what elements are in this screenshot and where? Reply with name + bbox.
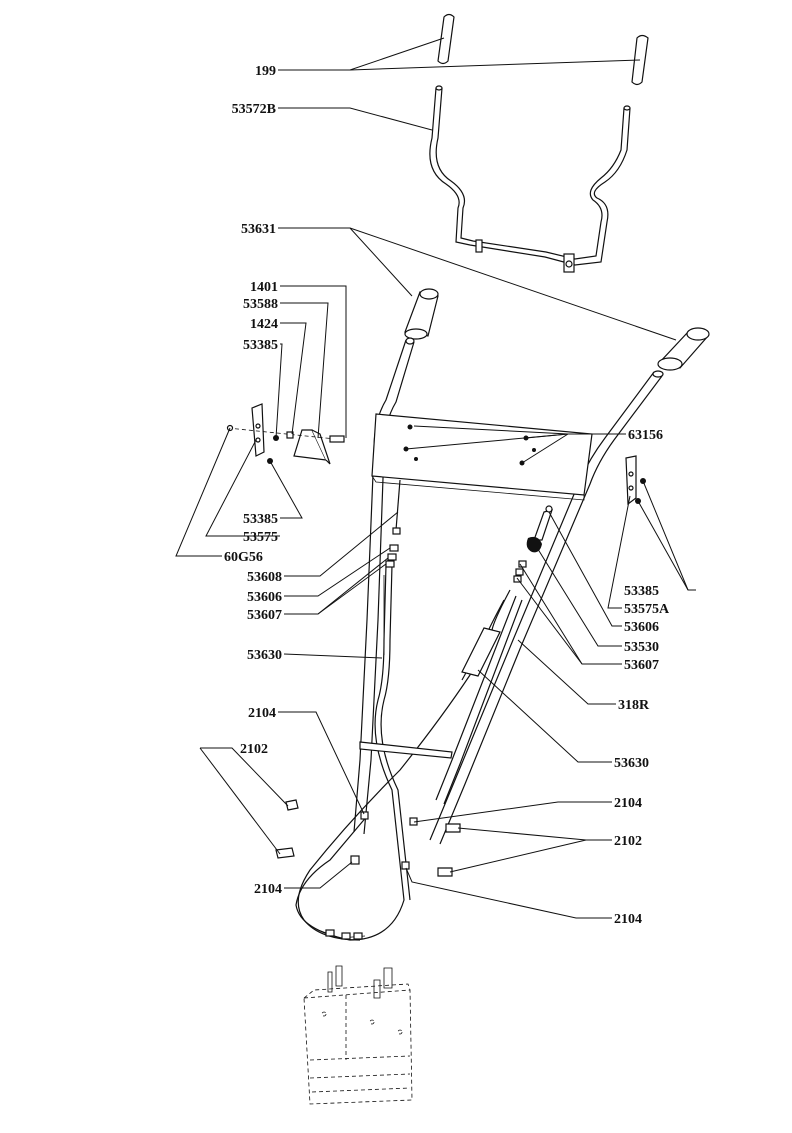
- label-53606-left: 53606: [247, 590, 282, 605]
- cable-53630-right: [297, 589, 511, 941]
- grip-53631-left: [404, 288, 439, 340]
- label-60G56: 60G56: [224, 550, 263, 565]
- label-2102-right: 2102: [614, 834, 642, 849]
- label-2102-left: 2102: [240, 742, 268, 757]
- bolt-2102-d: [437, 867, 453, 877]
- hardware-left-bracket: [226, 424, 346, 464]
- nut-2104-d: [401, 861, 410, 870]
- label-2104-d: 2104: [614, 912, 642, 927]
- bracket-53588: [293, 429, 331, 465]
- bracket-53575A: [625, 455, 637, 506]
- label-53630-right: 53630: [614, 756, 649, 771]
- bracket-53575: [251, 403, 265, 457]
- label-53606-right: 53606: [624, 620, 659, 635]
- cable-connectors: [317, 929, 366, 940]
- leader-lines: [175, 37, 696, 919]
- label-1424: 1424: [250, 317, 278, 332]
- label-53607-right: 53607: [624, 658, 659, 673]
- label-53575A: 53575A: [624, 602, 670, 617]
- bolt-2102-c: [445, 823, 461, 833]
- bolt-2102-b: [275, 847, 295, 859]
- cable-53630-left: [295, 564, 411, 941]
- label-53572B: 53572B: [232, 102, 276, 117]
- right-lever-hardware: [513, 505, 553, 583]
- grip-53631-right: [657, 327, 710, 371]
- cross-bar: [359, 741, 453, 759]
- label-63156: 63156: [628, 428, 663, 443]
- grip-199-left: [437, 13, 455, 65]
- lower-housing: [303, 965, 413, 1105]
- label-199: 199: [255, 64, 276, 79]
- label-53630-left: 53630: [247, 648, 282, 663]
- label-2104-b: 2104: [254, 882, 282, 897]
- label-2104-a: 2104: [248, 706, 276, 721]
- lower-tube-318R: [435, 595, 523, 805]
- left-lever-hardware: [385, 479, 401, 568]
- control-panel-plate: [371, 413, 593, 501]
- upper-handle-53572B: [429, 85, 631, 273]
- label-1401: 1401: [250, 280, 278, 295]
- label-53575: 53575: [243, 530, 278, 545]
- label-53608: 53608: [247, 570, 282, 585]
- bolt-2102-a: [285, 799, 299, 811]
- label-318R: 318R: [618, 698, 650, 713]
- label-53631: 53631: [241, 222, 276, 237]
- nut-2104-a: [360, 811, 369, 820]
- nut-2104-b: [350, 855, 360, 865]
- label-53588: 53588: [243, 297, 278, 312]
- part-labels: 199 53572B 53631 1401 53588 1424 53385 6…: [224, 64, 670, 927]
- label-53385-left: 53385: [243, 512, 278, 527]
- label-2104-c: 2104: [614, 796, 642, 811]
- label-53530: 53530: [624, 640, 659, 655]
- label-53607-left: 53607: [247, 608, 282, 623]
- label-53385-top: 53385: [243, 338, 278, 353]
- label-53385-right: 53385: [624, 584, 659, 599]
